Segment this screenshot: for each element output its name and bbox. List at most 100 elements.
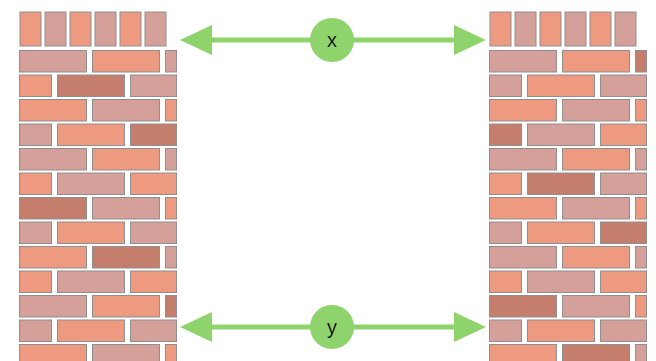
soldier-brick [144,11,167,47]
wall-brick [635,344,647,361]
wall-brick [165,50,177,73]
wall-brick [92,99,160,122]
top-arrow-left-head [180,25,212,55]
right-brick-wall [489,11,647,361]
wall-brick [130,221,177,244]
wall-brick [19,197,87,220]
wall-brick [92,50,160,73]
wall-brick [19,221,52,244]
wall-brick [600,123,647,146]
wall-brick [19,344,87,361]
wall-brick [165,99,177,122]
soldier-brick [514,11,537,47]
wall-brick [57,74,125,97]
wall-brick [19,50,87,73]
soldier-brick [614,11,637,47]
wall-brick [57,270,125,293]
wall-brick [57,319,125,342]
wall-brick [635,197,647,220]
wall-brick [19,148,87,171]
bottom-gap-arrow: y [180,305,486,349]
wall-brick [130,172,177,195]
bottom-arrow-left-head [180,312,212,342]
wall-brick [92,344,160,361]
wall-brick [489,99,557,122]
wall-brick [165,246,177,269]
wall-brick [130,74,177,97]
wall-brick [600,221,647,244]
wall-brick [19,99,87,122]
wall-brick [527,270,595,293]
wall-brick [489,74,522,97]
wall-brick [527,221,595,244]
wall-brick [130,319,177,342]
wall-brick [57,172,125,195]
wall-brick [489,50,557,73]
wall-brick [165,197,177,220]
wall-brick [19,295,87,318]
bottom-arrow-right-head [454,312,486,342]
wall-brick [92,148,160,171]
wall-brick [562,50,630,73]
wall-brick [165,344,177,361]
wall-brick [92,197,160,220]
soldier-brick [69,11,92,47]
wall-brick [562,99,630,122]
wall-brick [130,123,177,146]
wall-brick [57,123,125,146]
wall-brick [19,319,52,342]
top-arrow-right-head [454,25,486,55]
wall-brick [57,221,125,244]
bottom-label-y: y [327,317,337,339]
wall-brick [489,319,522,342]
soldier-brick [539,11,562,47]
wall-brick [130,270,177,293]
bottom-label-badge [310,305,354,349]
wall-brick [489,123,522,146]
wall-brick [489,344,557,361]
wall-brick [527,319,595,342]
wall-brick [489,172,522,195]
wall-brick [19,123,52,146]
wall-brick [19,246,87,269]
soldier-brick [119,11,142,47]
wall-brick [562,246,630,269]
wall-brick [489,197,557,220]
wall-brick [165,148,177,171]
wall-brick [562,295,630,318]
wall-brick [19,74,52,97]
top-gap-arrow: x [180,18,486,62]
wall-brick [562,344,630,361]
wall-brick [489,221,522,244]
wall-brick [562,197,630,220]
wall-brick [19,172,52,195]
wall-brick [635,295,647,318]
soldier-brick [19,11,42,47]
wall-brick [600,270,647,293]
wall-brick [92,295,160,318]
wall-brick [600,74,647,97]
wall-brick [600,172,647,195]
left-brick-wall [19,11,177,361]
wall-brick [527,123,595,146]
soldier-brick [44,11,67,47]
wall-brick [527,172,595,195]
wall-brick [600,319,647,342]
wall-brick [635,99,647,122]
wall-brick [489,295,557,318]
wall-brick [635,50,647,73]
wall-brick [19,270,52,293]
wall-brick [562,148,630,171]
wall-brick [489,246,557,269]
wall-brick [489,148,557,171]
top-label-badge [310,18,354,62]
wall-brick [92,246,160,269]
soldier-brick [94,11,117,47]
soldier-brick [489,11,512,47]
wall-brick [635,246,647,269]
wall-brick [635,148,647,171]
soldier-brick [564,11,587,47]
wall-brick [527,74,595,97]
soldier-brick [589,11,612,47]
